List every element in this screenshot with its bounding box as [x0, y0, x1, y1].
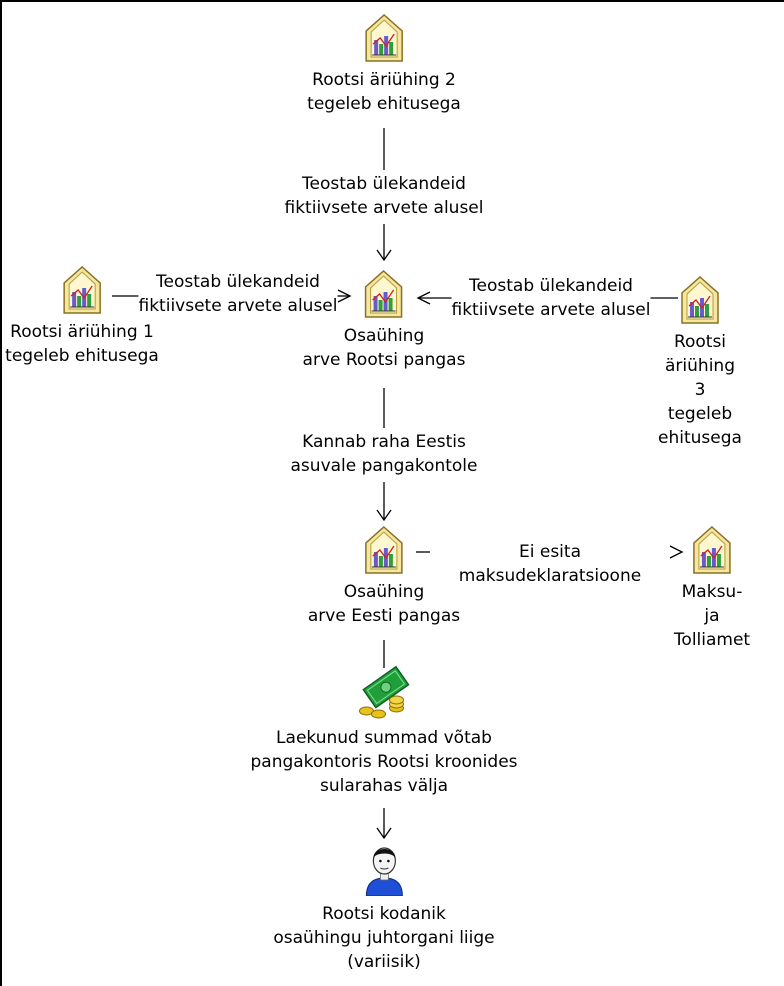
company-icon	[693, 526, 731, 574]
node-label-citizen: Rootsi kodanik osaühingu juhtorgani liig…	[273, 904, 495, 972]
node-company-3: Rootsi äriühing 3 tegeleb ehitusega	[658, 276, 742, 450]
node-osauhing-sweden: Osaühing arve Rootsi pangas	[302, 270, 466, 372]
arrowhead-company1	[337, 289, 352, 303]
node-osauhing-estonia: Osaühing arve Eesti pangas	[308, 526, 460, 628]
node-label-company-3: Rootsi äriühing 3 tegeleb ehitusega	[658, 332, 742, 448]
arrowhead-transfer	[376, 509, 392, 522]
node-cash: Laekunud summad võtab pangakontoris Root…	[250, 664, 518, 798]
edge-label-company1: Teostab ülekandeid fiktiivsete arvete al…	[138, 270, 338, 318]
person-icon	[365, 847, 403, 896]
edge-label-tax: Ei esita maksudeklaratsioone	[433, 540, 667, 588]
arrowhead-company2	[376, 249, 392, 262]
edge-label-transfer: Kannab raha Eestis asuvale pangakontole	[290, 430, 478, 478]
node-company-2: Rootsi äriühing 2 tegeleb ehitusega	[307, 14, 461, 116]
edge-label-company3: Teostab ülekandeid fiktiivsete arvete al…	[451, 274, 651, 322]
node-label-tax-board: Maksu- ja Tolliamet	[673, 582, 751, 650]
arrowhead-company3	[416, 291, 431, 305]
edge-label-company2: Teostab ülekandeid fiktiivsete arvete al…	[284, 172, 484, 220]
node-label-osauhing-estonia: Osaühing arve Eesti pangas	[307, 582, 461, 626]
node-company-1: Rootsi äriühing 1 tegeleb ehitusega	[5, 266, 159, 368]
node-citizen: Rootsi kodanik osaühingu juhtorgani liig…	[273, 842, 495, 974]
company-icon	[365, 14, 403, 62]
node-tax-board: Maksu- ja Tolliamet	[674, 526, 750, 652]
node-label-company-1: Rootsi äriühing 1 tegeleb ehitusega	[5, 322, 159, 366]
node-label-osauhing-sweden: Osaühing arve Rootsi pangas	[302, 326, 466, 370]
money-icon	[358, 665, 410, 719]
company-icon	[365, 270, 403, 318]
company-icon	[63, 266, 101, 314]
arrowhead-tax	[669, 545, 684, 559]
arrowhead-citizen	[376, 827, 392, 840]
company-icon	[681, 276, 719, 324]
node-label-cash: Laekunud summad võtab pangakontoris Root…	[250, 728, 518, 796]
company-icon	[365, 526, 403, 574]
node-label-company-2: Rootsi äriühing 2 tegeleb ehitusega	[307, 70, 461, 114]
